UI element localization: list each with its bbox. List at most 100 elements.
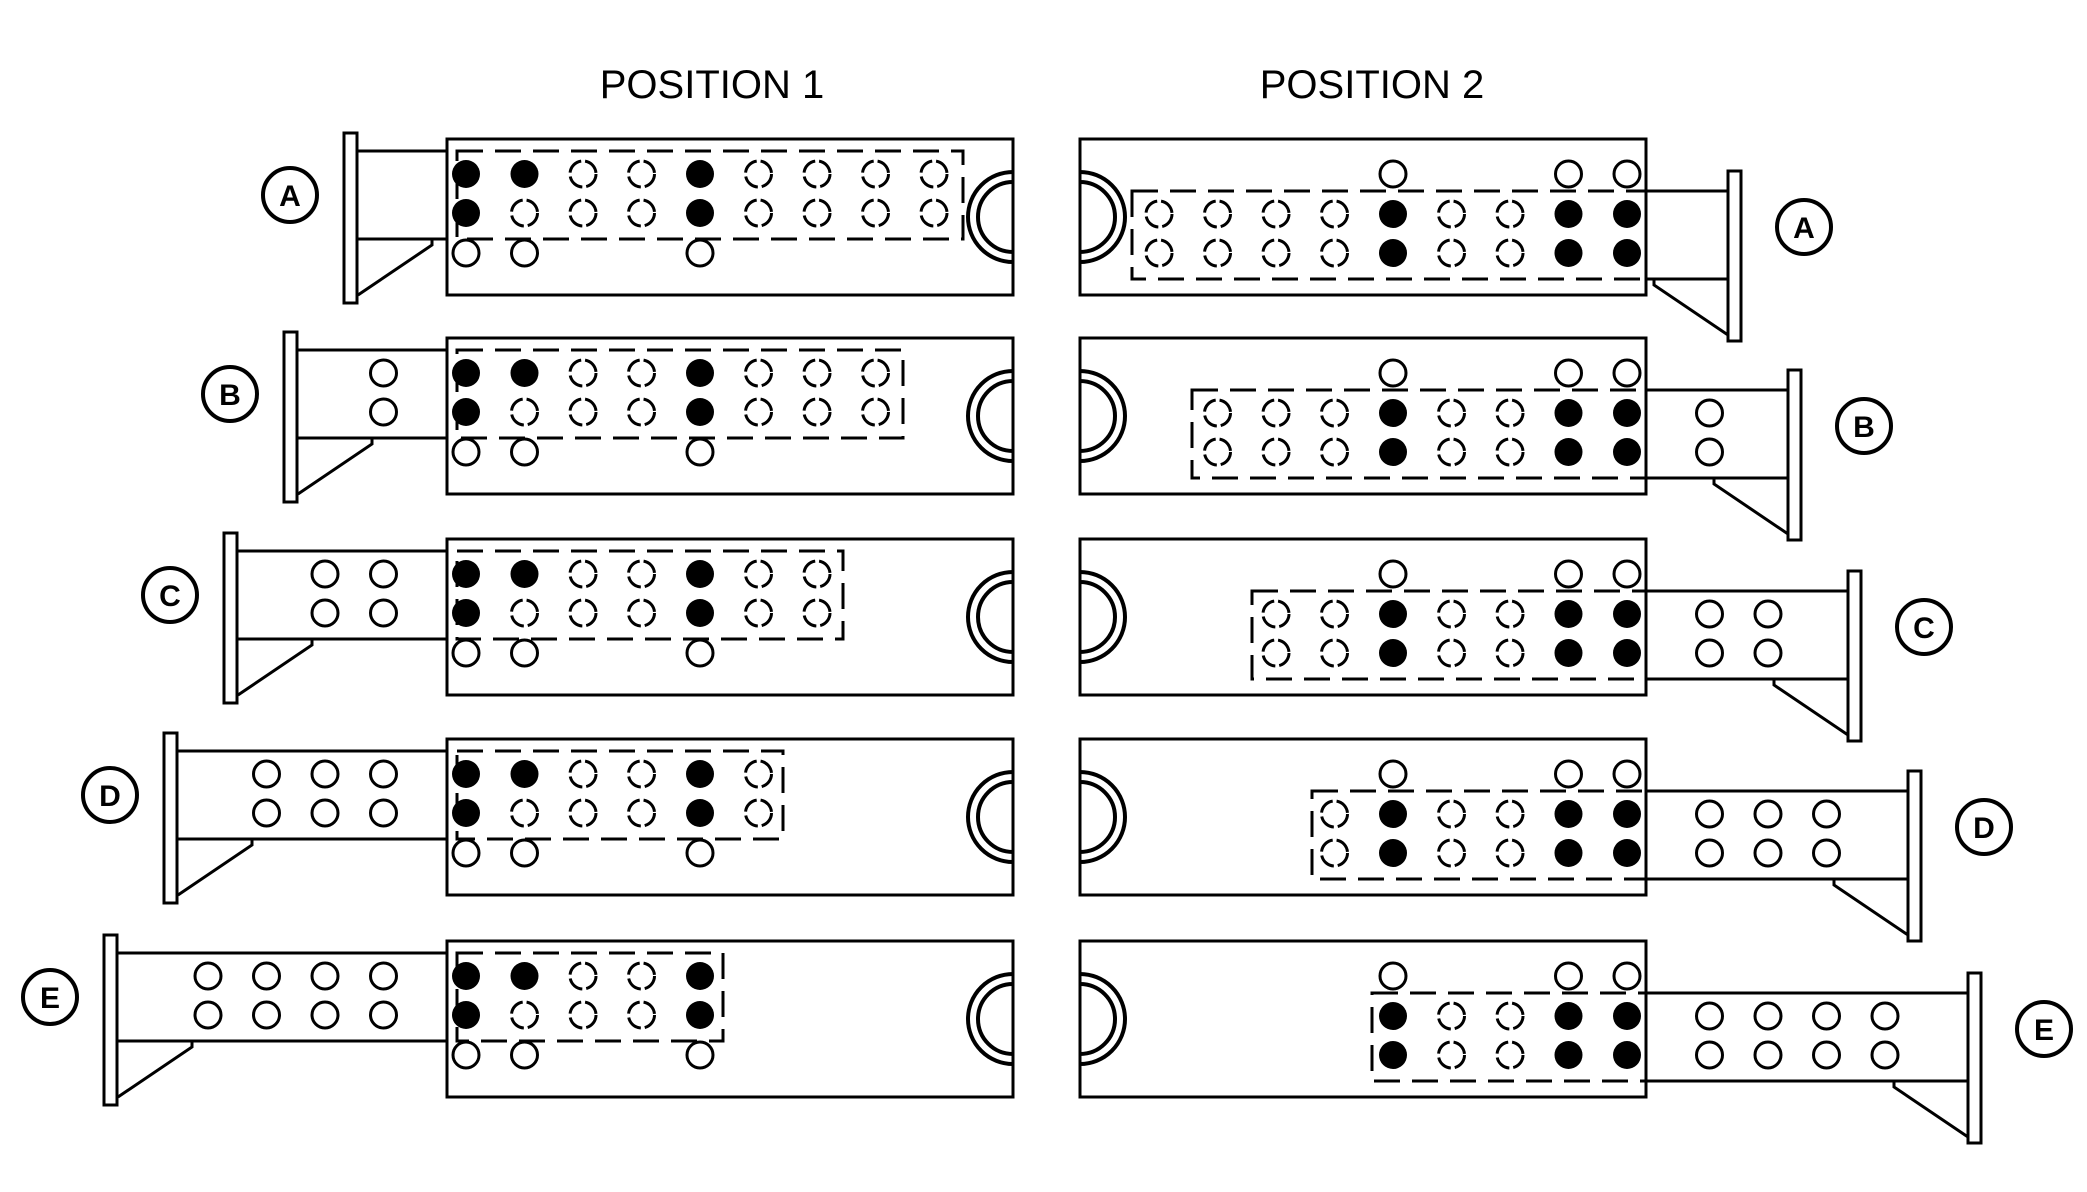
hole-broken: [1495, 238, 1525, 268]
hole-broken: [1437, 398, 1466, 428]
hole-filled: [686, 962, 714, 990]
tube-end-ring-inner: [1079, 180, 1117, 254]
hole-open: [685, 638, 715, 668]
tube-end-ring-inner: [976, 982, 1014, 1056]
hole-broken: [627, 397, 656, 427]
hole-open: [451, 638, 481, 668]
hole-open: [1695, 799, 1724, 829]
hole-filled: [1554, 600, 1583, 628]
hole-open: [1378, 759, 1408, 789]
hole-filled: [1379, 839, 1407, 867]
end-plate: [1846, 569, 1863, 743]
hole-open: [252, 759, 281, 789]
hole-broken: [1495, 1040, 1525, 1070]
end-plate: [282, 330, 299, 504]
hole-broken: [510, 1000, 539, 1030]
hole-filled: [1613, 438, 1641, 466]
inner-tube-hidden-outline: [1250, 589, 1648, 681]
hole-open: [193, 961, 223, 991]
row-label: C: [1913, 612, 1935, 645]
hole-open: [1870, 1040, 1900, 1070]
hole-open: [1695, 398, 1724, 428]
hole-broken: [1495, 838, 1525, 868]
hole-broken: [1495, 398, 1525, 428]
row-label: E: [2034, 1014, 2054, 1047]
hole-open: [369, 397, 398, 427]
hole-filled: [1379, 1041, 1407, 1069]
hole-open: [1378, 559, 1408, 589]
row-label-bubble: [1835, 397, 1893, 455]
hole-open: [1753, 799, 1783, 829]
hole-open: [1695, 838, 1724, 868]
hole-filled: [452, 199, 480, 227]
tube-end-ring-outer: [1079, 770, 1127, 864]
hole-filled: [1613, 1041, 1641, 1069]
hole-broken: [1261, 638, 1291, 668]
hole-open: [1612, 159, 1642, 189]
brace: [1652, 279, 1729, 337]
brace: [1772, 679, 1849, 737]
hole-open: [1554, 961, 1583, 991]
hole-open: [1812, 1040, 1841, 1070]
hole-filled: [452, 962, 480, 990]
hole-broken: [861, 159, 890, 189]
tube-end-ring-outer: [1079, 972, 1127, 1066]
hole-broken: [744, 159, 773, 189]
inner-tube-hidden-outline: [1190, 388, 1648, 480]
hole-filled: [1554, 839, 1583, 867]
hole-filled: [1554, 800, 1583, 828]
hole-broken: [1437, 838, 1466, 868]
hole-filled: [1554, 1002, 1583, 1030]
hole-broken: [861, 358, 890, 388]
brace: [177, 839, 254, 897]
hole-broken: [919, 159, 949, 189]
hole-open: [685, 838, 715, 868]
hole-open: [252, 798, 281, 828]
hole-open: [369, 798, 398, 828]
hole-filled: [686, 599, 714, 627]
hole-open: [685, 238, 715, 268]
hole-broken: [1495, 799, 1525, 829]
inner-tube-hidden-outline: [455, 549, 845, 641]
hole-filled: [1379, 639, 1407, 667]
row-label-bubble: [201, 365, 259, 423]
hole-filled: [1554, 239, 1583, 267]
hole-open: [369, 961, 398, 991]
hole-broken: [861, 397, 890, 427]
hole-broken: [1320, 599, 1349, 629]
hole-open: [510, 1040, 539, 1070]
hole-open: [310, 559, 340, 589]
outer-tube: [445, 939, 1015, 1099]
hole-broken: [1437, 638, 1466, 668]
hole-broken: [568, 798, 598, 828]
hole-broken: [1320, 437, 1349, 467]
hole-broken: [1437, 1040, 1466, 1070]
hole-broken: [1495, 599, 1525, 629]
inner-tube-hidden-outline: [455, 149, 965, 241]
hole-broken: [568, 397, 598, 427]
hole-broken: [510, 397, 539, 427]
hole-filled: [686, 560, 714, 588]
diagram-row-c: CC: [141, 531, 1953, 743]
hole-broken: [1437, 1001, 1466, 1031]
hole-broken: [1320, 238, 1349, 268]
hole-filled: [686, 359, 714, 387]
hole-open: [310, 798, 340, 828]
hole-open: [1812, 838, 1841, 868]
hole-open: [1753, 599, 1783, 629]
hole-broken: [510, 798, 539, 828]
hole-open: [252, 1000, 281, 1030]
outer-tube: [445, 737, 1015, 897]
hole-open: [1695, 437, 1724, 467]
hole-broken: [1203, 437, 1232, 467]
hole-filled: [686, 160, 714, 188]
diagram-row-d: DD: [81, 731, 2013, 943]
tube-end-ring-inner: [976, 379, 1014, 453]
hole-filled: [1379, 399, 1407, 427]
row-label-bubble: [261, 166, 319, 224]
hole-open: [369, 559, 398, 589]
row-label-bubble: [21, 968, 79, 1026]
hole-filled: [1554, 200, 1583, 228]
hole-open: [1695, 1001, 1724, 1031]
